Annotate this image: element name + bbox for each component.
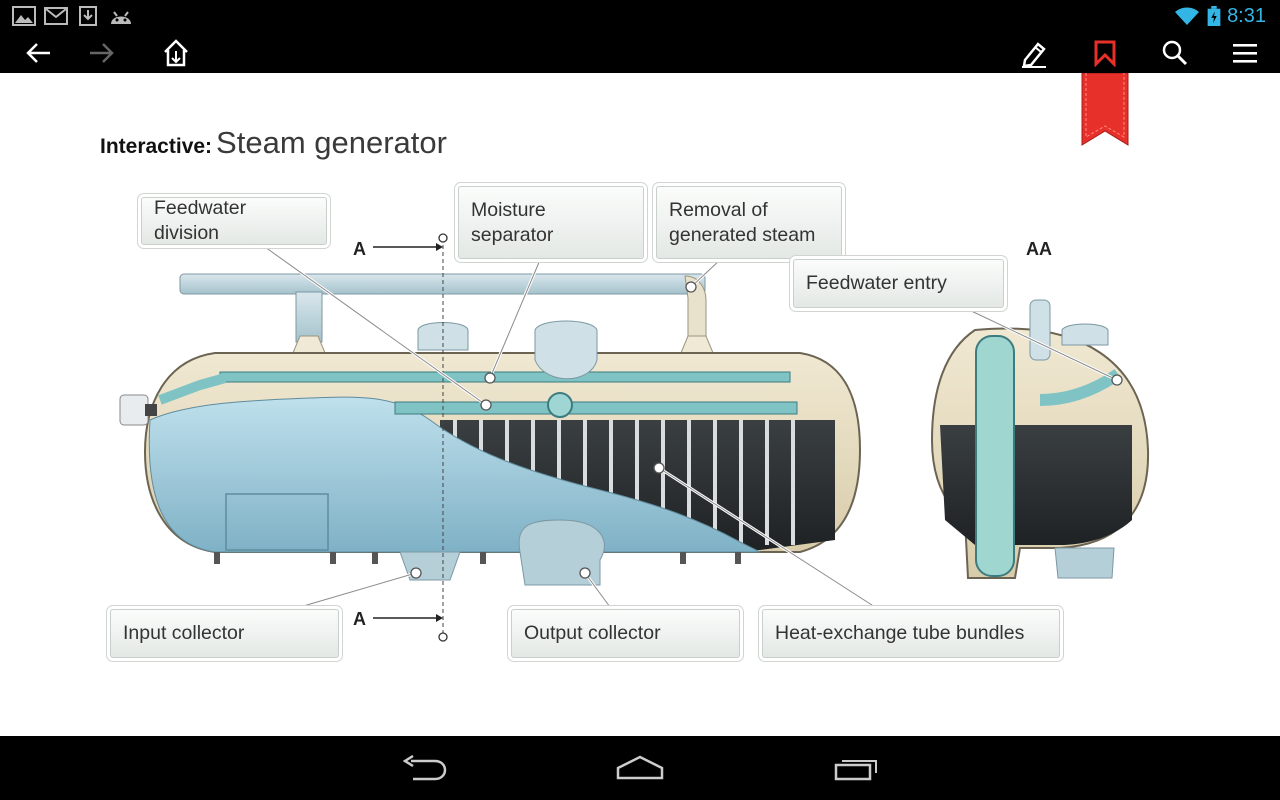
back-button[interactable] [10,33,66,73]
highlight-pen-icon [1022,42,1046,68]
home-nav-icon [616,755,664,780]
callout-label: separator [471,223,554,246]
wifi-icon [1175,7,1199,25]
callout-label: Output collector [524,622,661,644]
android-icon [111,11,131,24]
image-icon [12,6,36,26]
action-bar [0,33,1280,73]
search-icon [1162,40,1188,66]
callout-input-collector[interactable]: Input collector [110,609,339,658]
section-label-a-top: A [353,239,366,259]
battery-icon [1207,6,1221,26]
back-nav-icon [402,755,447,781]
forward-arrow-icon [90,43,114,63]
highlight-button[interactable] [1006,33,1062,73]
callout-removal-steam[interactable]: Removal of generated steam [656,186,842,259]
nav-recents-button[interactable] [817,748,897,788]
nav-home-button[interactable] [600,748,680,788]
callout-label: Moisture [471,198,546,221]
nav-back-button[interactable] [384,748,464,788]
callout-heat-exchange[interactable]: Heat-exchange tube bundles [762,609,1060,658]
recents-nav-icon [834,760,877,781]
back-arrow-icon [26,43,50,63]
gmail-icon [44,7,68,25]
status-bar: 8:31 [0,0,1280,33]
download-icon [79,6,97,26]
callout-feedwater-entry[interactable]: Feedwater entry [793,259,1004,308]
main-vessel [119,320,862,586]
bookmark-ribbon[interactable] [1080,73,1130,147]
bookmark-button[interactable] [1077,33,1133,73]
callout-feedwater-division[interactable]: Feedwater division [141,197,327,245]
page-title-prefix: Interactive: [100,135,213,158]
page-title: Interactive:Steam generator [100,125,447,161]
callout-label: Feedwater entry [806,272,947,294]
content-area: Interactive:Steam generator [0,73,1280,736]
menu-icon [1233,44,1257,63]
bookmark-icon [1094,40,1116,67]
section-label-a-bottom: A [353,609,366,629]
cross-section-view [930,299,1150,579]
forward-button[interactable] [74,33,130,73]
menu-button[interactable] [1217,33,1273,73]
callout-label: Heat-exchange tube bundles [775,622,1025,644]
steam-generator-diagram [119,233,1150,642]
clock: 8:31 [1227,5,1266,27]
callout-label: Feedwater division [154,197,247,244]
page-title-text: Steam generator [216,125,447,160]
home-icon [164,39,188,67]
home-button[interactable] [148,33,204,73]
section-label-aa: AA [1026,239,1052,259]
callout-label: Removal of [669,198,768,221]
callout-dots [410,281,1123,579]
system-nav-bar [0,736,1280,800]
section-line [373,233,448,642]
callout-moisture-separator[interactable]: Moisture separator [458,186,644,259]
callout-label: generated steam [669,223,816,246]
callout-output-collector[interactable]: Output collector [511,609,740,658]
search-button[interactable] [1147,33,1203,73]
callout-label: Input collector [123,622,245,644]
